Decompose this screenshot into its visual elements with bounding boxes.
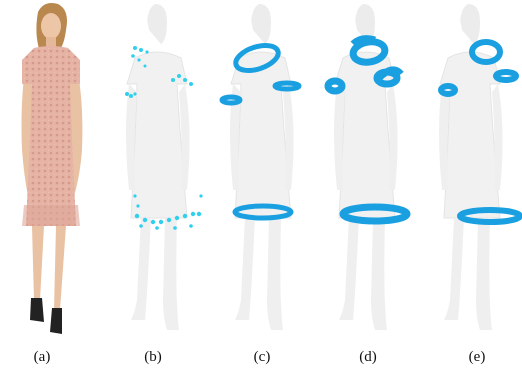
panel-e-mannequin — [418, 0, 522, 345]
panel-b-mannequin — [105, 0, 209, 345]
panel-a-photo — [0, 0, 105, 345]
caption-b: (b) — [123, 349, 183, 366]
mannequin-body — [126, 4, 190, 330]
caption-c: (c) — [232, 349, 292, 366]
caption-a: (a) — [12, 349, 72, 366]
caption-e: (e) — [447, 349, 507, 366]
panel-c-mannequin — [209, 0, 313, 345]
panel-d-mannequin — [313, 0, 418, 345]
caption-d: (d) — [338, 349, 398, 366]
